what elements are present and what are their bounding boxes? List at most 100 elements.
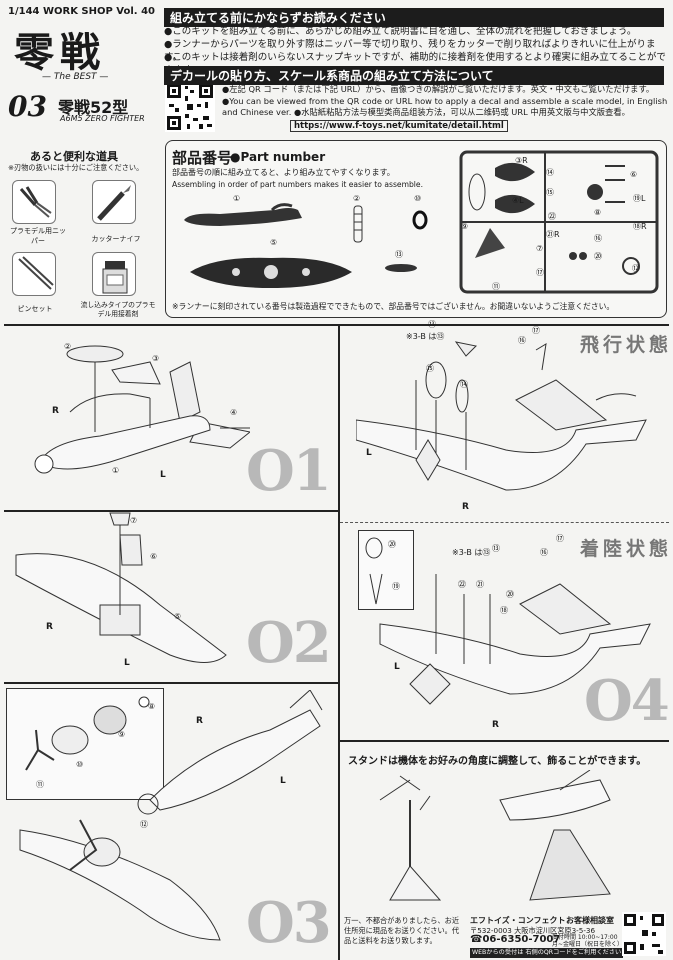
tweezers-icon [18,256,54,290]
runner-label-18R: ⑱R [633,222,647,231]
step1-part-1: ① [112,466,120,475]
tools-heading: あると便利な道具 [30,150,118,163]
part-label-13: ⑬ [395,250,403,259]
step4-landing-illustration [365,537,651,705]
runner-label-7: ⑦ [536,244,544,253]
step4-number: O4 [584,668,670,734]
flight-mode-title: 飛行状態 [580,334,673,356]
footer-qr-code-icon[interactable] [622,912,666,956]
tool-label-nipper: プラモデル用ニッパー [10,227,66,245]
model-en: A6M5 ZERO FIGHTER [60,114,145,123]
nipper-icon [19,186,52,218]
runner-label-8: ⑧ [594,208,602,217]
step4b-part-20b: ⑳ [506,590,514,599]
runner-label-12: ⑫ [632,264,640,273]
step2-part-6: ⑥ [150,552,158,561]
footer-address: 〒532-0003 大阪市淀川区宮原3-5-36 [470,926,596,935]
step4a-part-17: ⑰ [532,326,540,335]
divider-stand [340,740,669,742]
step1-R-arrow: R [52,406,59,416]
step2-number: O2 [246,610,332,676]
step3-part-11: ⑪ [36,780,44,789]
step4a-part-13: ⑬ [428,320,436,329]
step4-note-a: ※3-B は⑬ [406,332,445,341]
step4b-R-arrow: R [492,720,499,730]
step1-part-4: ④ [230,408,238,417]
step4a-part-15: ⑮ [426,364,434,373]
tank-part-image [385,264,417,272]
step4a-R-arrow: R [462,502,469,512]
runner-label-14: ⑭ [546,168,554,177]
step4b-part-18: ⑱ [500,606,508,615]
runner-label-11: ⑪ [492,282,500,291]
notice-line-2: ●ランナーからパーツを取り外す際はニッパー等で切り取り、残りをカッターで削り取れ… [164,39,656,63]
notice-title: 組み立てる前にかならずお読みください [164,8,664,27]
step2-illustration [15,512,227,663]
step3-part-8: ⑧ [148,702,156,711]
model-number: 03 [8,90,47,123]
step2-L-arrow: L [124,658,130,668]
step2-R-arrow: R [46,622,53,632]
step4b-part-19: ⑲ [392,582,400,591]
step3-part-12: ⑫ [140,820,148,829]
runner-label-20: ⑳ [594,252,602,261]
runner-label-6: ⑥ [630,170,638,179]
step2-part-7: ⑦ [130,516,138,525]
runner-label-21R: ㉑R [546,230,560,239]
step3-L-arrow: L [280,776,286,786]
step4b-part-17: ⑰ [556,534,564,543]
step4-note-b: ※3-B は⑬ [452,548,491,557]
parts-desc-en: Assembling in order of part numbers make… [172,180,423,189]
step4a-L-arrow: L [366,448,372,458]
footer-hours: 受付時間 10:00~17:00 月~金曜日（祝日を除く） [552,934,624,948]
step4b-L-arrow: L [394,662,400,672]
wing-part-image [190,257,352,288]
step3-part-9: ⑨ [118,730,126,739]
runner-label-17: ⑰ [536,268,544,277]
runner-label-15: ⑮ [546,188,554,197]
step1-part-2: ② [64,342,72,351]
runner-label-19L: ⑲L [633,194,646,203]
runner-label-4L: ④L [512,196,524,205]
step4a-part-14: ⑭ [460,380,468,389]
fuselage-part-image [184,203,302,226]
tool-label-tweezers: ピンセット [17,305,53,313]
footer-web-note[interactable]: WEBからの受付は 右側のQRコードをご利用ください [470,948,624,958]
step4b-part-13: ⑬ [492,544,500,553]
step4b-part-20a: ⑳ [388,540,396,549]
step1-part-3: ③ [152,354,160,363]
canopy-part-image [353,205,363,243]
knife-icon [97,185,131,221]
divider-step1-2 [4,510,338,512]
notice-line-1: ●このキットを組み立てる前に、あらかじめ組み立て説明書に目を通し、全体の流れを把… [164,26,637,37]
glue-bottle-icon [102,261,128,294]
footer-apology: 万一、不都合がありましたら、お近住所宛に現品をお送りください。代品と送料をお送り… [344,916,460,945]
landing-mode-title: 着陸状態 [580,538,673,560]
decal-url-link[interactable]: https://www.f-toys.net/kumitate/detail.h… [290,120,508,132]
part-label-5: ⑤ [270,238,278,247]
part-number-box [165,140,667,318]
runner-label-3R: ③R [515,156,528,165]
tool-label-glue: 流し込みタイプのプラモデル用接着剤 [80,301,156,318]
divider-step2-3 [4,682,338,684]
parts-desc-jp: 部品番号の順に組み立てると、より組み立てやすくなります。 [172,168,395,177]
step3-number: O3 [246,890,332,956]
glue-box [92,252,136,296]
tool-label-knife: カッターナイフ [91,235,141,243]
decal-text: ●左記 QR コード（または下記 URL）から、画像つきの解説がご覧いただけます… [222,84,668,117]
title-kanji: 零戦 [14,29,106,76]
stand-text: スタンドは機体をお好みの角度に調整して、飾ることができます。 [348,756,647,767]
step3-illustration [19,690,323,941]
stand-illustration [379,770,611,901]
step4b-part-22: ㉒ [458,580,466,589]
step4a-part-16: ⑯ [518,336,526,345]
qr-code-icon[interactable] [165,82,215,132]
part-label-10: ⑩ [414,194,422,203]
parts-title-en: ●Part number [230,150,326,164]
step4-flight-illustration [356,341,647,491]
step4b-part-16: ⑯ [540,548,548,557]
part-label-2: ② [353,194,361,203]
step1-number: O1 [246,438,332,504]
runner-label-22: ㉒ [548,212,556,221]
runner-sprue-image [459,150,659,294]
